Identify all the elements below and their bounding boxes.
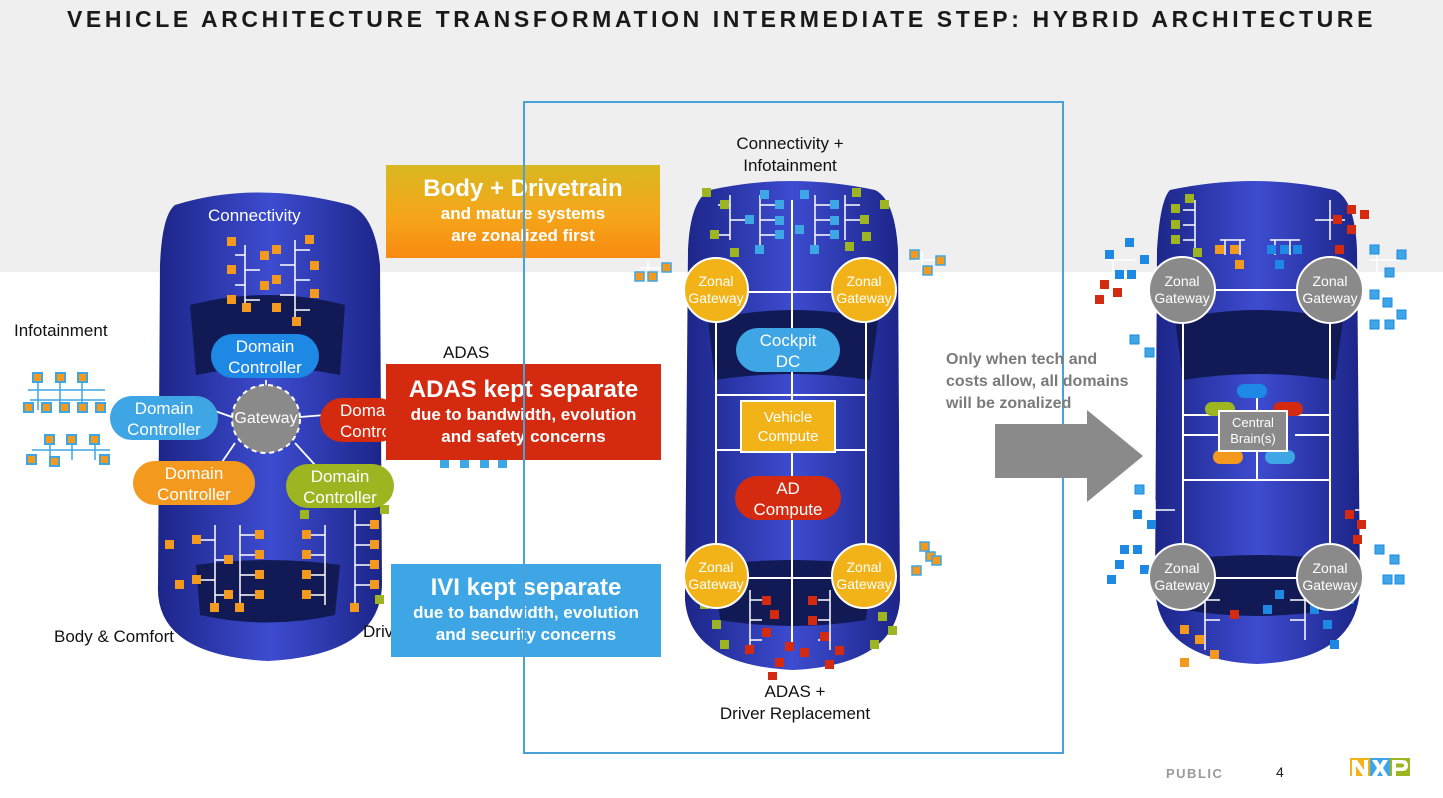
zonal-gateway-label-1: Zonal (846, 273, 882, 289)
ad-compute: AD Compute (735, 476, 841, 520)
callout-line: due to bandwidth, evolution (413, 603, 639, 622)
label-line: Infotainment (743, 156, 837, 175)
zonal-gateway-label-1: Zonal (698, 559, 734, 575)
zonal-gateway-label-1: Zonal (1164, 560, 1200, 576)
cockpit-dc: Cockpit DC (736, 328, 840, 372)
zonal-gateway-label-2: Gateway (688, 290, 744, 306)
zonal-gateway-label-2: Gateway (1154, 577, 1210, 593)
domain-controller-connectivity: Domain Controller (211, 334, 319, 378)
domain-controller-body: Domain Controller (133, 461, 255, 505)
zonal-gateway-label-1: Zonal (1164, 273, 1200, 289)
note-line: costs allow, all domains (946, 373, 1129, 390)
zonal-gateway-label-1: Zonal (846, 559, 882, 575)
ad-compute-label-2: Compute (753, 500, 823, 519)
zonal-gateway-label-2: Gateway (836, 576, 892, 592)
zonal-gateway-label-1: Zonal (698, 273, 734, 289)
label-line: ADAS + (764, 682, 826, 701)
cockpit-label-1: Cockpit (759, 331, 817, 350)
zonal-gateway-label-1: Zonal (1312, 273, 1348, 289)
note-line: Only when tech and (946, 351, 1098, 368)
vehicle-compute-label-2: Compute (757, 428, 819, 445)
adas-network-partial (440, 459, 507, 468)
domain-controller-label: Domain Controller (157, 464, 231, 504)
transition-arrow (995, 410, 1143, 502)
label-connectivity: Connectivity (208, 206, 301, 225)
label-body-comfort: Body & Comfort (54, 627, 174, 646)
label-line: Driver Replacement (719, 704, 871, 723)
label-line: Connectivity + (736, 134, 844, 153)
domain-controller-label: Domain Controller (127, 399, 201, 439)
zonal-gateway-label-2: Gateway (1154, 290, 1210, 306)
domain-controller-label: Doma Contro (340, 401, 392, 441)
zonal-gateway-label-2: Gateway (836, 290, 892, 306)
rear-window (196, 560, 340, 623)
page-number: 4 (1276, 764, 1284, 780)
note-line: will be zonalized (946, 395, 1072, 412)
gateway-label: Gateway (234, 410, 298, 427)
classification-label: PUBLIC (1166, 766, 1224, 781)
gateway-hub (231, 384, 301, 454)
nxp-logo-icon (1350, 758, 1410, 776)
zonal-gateway-label-2: Gateway (688, 576, 744, 592)
label-adas-driver-replacement: ADAS + Driver Replacement (700, 681, 890, 725)
ad-compute-label-1: AD (776, 479, 800, 498)
zonal-gateway-label-2: Gateway (1302, 290, 1358, 306)
central-brain: Central Brain(s) (1218, 410, 1288, 452)
callout-line: and security concerns (435, 625, 617, 644)
vehicle-compute: Vehicle Compute (740, 400, 836, 453)
callout-ivi: IVI kept separate due to bandwidth, evol… (391, 564, 661, 657)
label-connectivity-infotainment: Connectivity + Infotainment (700, 133, 880, 177)
domain-controller-infotainment: Domain Controller (110, 396, 218, 440)
central-brain-label-1: Central (1232, 415, 1274, 430)
vehicle-compute-label-1: Vehicle (763, 409, 813, 426)
domain-controller-label: Domain Controller (228, 337, 302, 377)
zonalization-note: Only when tech and costs allow, all doma… (946, 349, 1166, 415)
slide-title: VEHICLE ARCHITECTURE TRANSFORMATION INTE… (66, 6, 1377, 32)
domain-controller-drivetrain: Domain Controller (286, 464, 394, 508)
cockpit-label-2: DC (775, 352, 801, 371)
label-adas: ADAS (443, 343, 490, 362)
zonal-gateway-label-2: Gateway (1302, 577, 1358, 593)
zonal-gateway-label-1: Zonal (1312, 560, 1348, 576)
domain-controller-label: Domain Controller (303, 467, 377, 507)
callout-line: are zonalized first (451, 226, 595, 245)
central-brain-label-2: Brain(s) (1230, 431, 1276, 446)
callout-heading: IVI kept separate (430, 574, 622, 601)
label-infotainment: Infotainment (14, 321, 108, 340)
label-drivetrain-partial: Driv (363, 622, 394, 641)
